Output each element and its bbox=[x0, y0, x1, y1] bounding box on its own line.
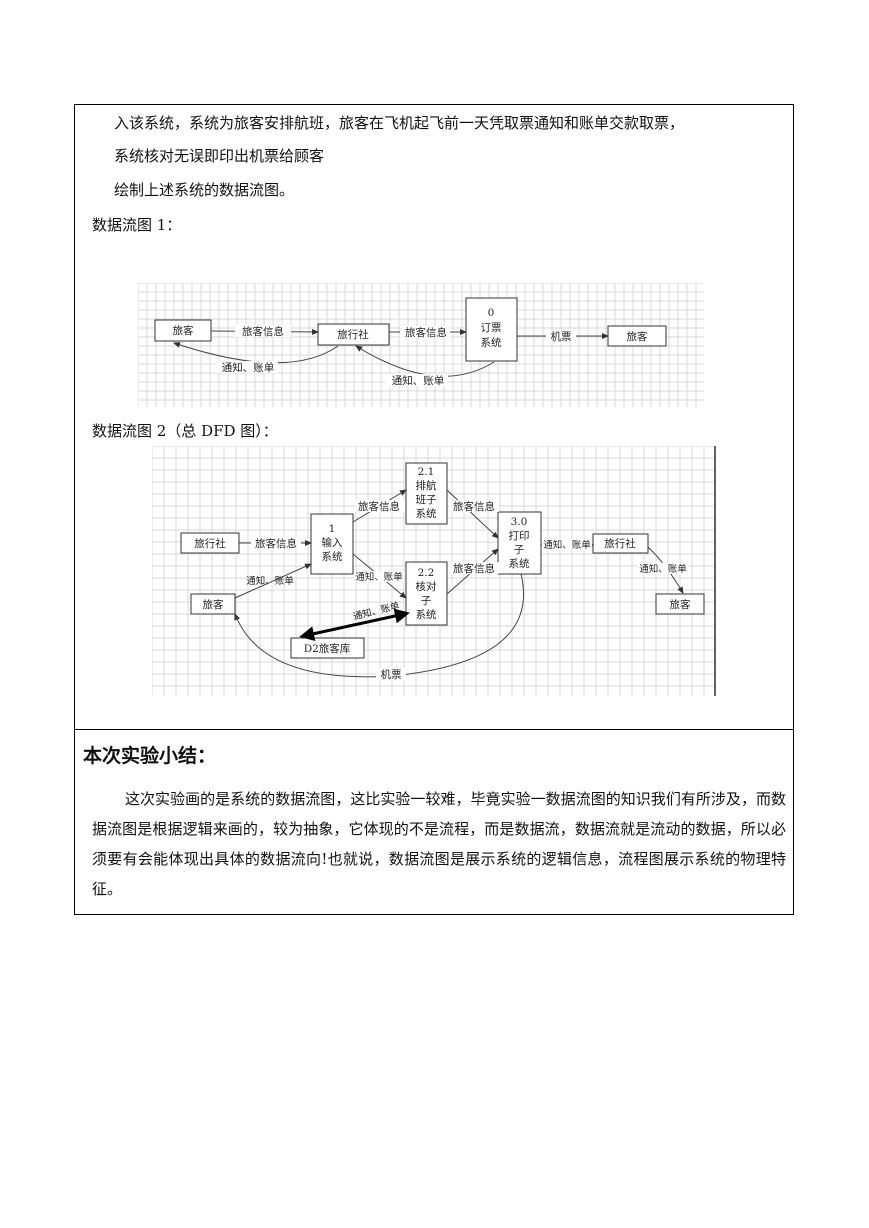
dfd2-p22-box bbox=[405, 561, 448, 626]
dfd2-p21-num: 2.1 bbox=[418, 466, 435, 478]
dfd1-system-l2: 系统 bbox=[481, 336, 502, 349]
dfd2-p3-l3: 系统 bbox=[509, 557, 530, 570]
dfd1-system-box bbox=[465, 297, 518, 362]
dfd2-flow-agency-t-label: 通知、账单 bbox=[639, 563, 687, 575]
dfd2-p3-l1: 打印 bbox=[509, 529, 530, 542]
dfd2-flow-t-p1-label: 通知、账单 bbox=[246, 575, 294, 587]
dfd1-flow-notice1-label: 通知、账单 bbox=[222, 361, 275, 374]
dfd2-p22-num: 2.2 bbox=[418, 567, 435, 579]
dfd2-flow-a-p1-label: 旅客信息 bbox=[255, 537, 297, 550]
dfd1-agency-label: 旅行社 bbox=[337, 328, 369, 341]
dfd1-diagram: 旅客 旅行社 0 订票 系统 旅客 旅客信息 旅客信息 机票 通知、账单 通知、… bbox=[138, 283, 704, 407]
dfd2-flow-p1-p22-label: 通知、账单 bbox=[355, 571, 403, 583]
dfd2-caption: 数据流图 2（总 DFD 图）： bbox=[92, 422, 278, 440]
dfd1-caption: 数据流图 1： bbox=[92, 216, 182, 234]
dfd2-p3-num: 3.0 bbox=[511, 516, 528, 528]
dfd1-flow-notice2-label: 通知、账单 bbox=[392, 374, 445, 387]
dfd2-store-label: D2旅客库 bbox=[304, 642, 351, 655]
dfd2-flow-store-p22 bbox=[299, 608, 410, 642]
dfd2-traveler-right-label: 旅客 bbox=[670, 598, 691, 611]
dfd2-agency-left-label: 旅行社 bbox=[194, 537, 226, 550]
dfd1-flow-ticket-label: 机票 bbox=[551, 330, 572, 343]
dfd1-traveler-left-box bbox=[154, 319, 212, 342]
intro-line-3: 绘制上述系统的数据流图。 bbox=[114, 181, 295, 199]
dfd1-flow-info1-label: 旅客信息 bbox=[242, 325, 284, 338]
dfd2-agency-right-label: 旅行社 bbox=[604, 537, 636, 550]
dfd2-p21-l2: 班子 bbox=[416, 494, 437, 506]
dfd2-traveler-right-box bbox=[655, 593, 705, 615]
dfd1-traveler-right-label: 旅客 bbox=[627, 330, 648, 343]
dfd2-p3-l2: 子 bbox=[514, 544, 525, 556]
dfd2-p21-l1: 排航 bbox=[416, 479, 437, 492]
dfd1-system-l1: 订票 bbox=[481, 322, 502, 334]
dfd2-p22-l2: 子 bbox=[421, 595, 432, 607]
dfd1-traveler-left-label: 旅客 bbox=[173, 324, 194, 337]
intro-line-1: 入该系统，系统为旅客安排航班，旅客在飞机起飞前一天凭取票通知和账单交款取票， bbox=[114, 114, 685, 132]
dfd2-p22-l3: 系统 bbox=[416, 608, 437, 621]
dfd2-flow-p3-agency-label: 通知、账单 bbox=[543, 539, 591, 551]
dfd2-flow-p21-p3-label: 旅客信息 bbox=[453, 500, 495, 513]
dfd2-p22-l1: 核对 bbox=[416, 580, 437, 593]
dfd2-p1-l1: 输入 bbox=[322, 536, 343, 549]
dfd2-traveler-left-label: 旅客 bbox=[203, 598, 224, 611]
dfd2-flow-ticket-label: 机票 bbox=[381, 668, 402, 681]
dfd2-p21-box bbox=[405, 462, 448, 525]
dfd2-p1-l2: 系统 bbox=[322, 550, 343, 563]
dfd2-p1-box bbox=[310, 513, 354, 575]
dfd2-p3-box bbox=[497, 511, 542, 575]
dfd2-p21-l3: 系统 bbox=[416, 507, 437, 520]
dfd1-system-num: 0 bbox=[488, 307, 495, 319]
dfd2-diagram: 旅行社 旅客 1 输入 系统 2.1 排航 班子 系统 2.2 核对 子 系统 … bbox=[152, 446, 716, 696]
dfd2-traveler-left-box bbox=[190, 593, 236, 615]
dfd2-flow-t-p1 bbox=[234, 563, 312, 599]
summary-heading: 本次实验小结： bbox=[83, 745, 217, 767]
dfd2-flow-p21-p3 bbox=[446, 489, 499, 539]
summary-cell bbox=[74, 729, 794, 915]
dfd2-flow-p1-p21-label: 旅客信息 bbox=[358, 500, 400, 513]
dfd2-flow-p22-p3-label: 旅客信息 bbox=[453, 562, 495, 575]
dfd1-flow-info2-label: 旅客信息 bbox=[405, 326, 447, 339]
intro-line-2: 系统核对无误即印出机票给顾客 bbox=[114, 147, 325, 165]
summary-body: 这次实验画的是系统的数据流图，这比实验一较难，毕竟实验一数据流图的知识我们有所涉… bbox=[92, 790, 786, 898]
dfd2-p1-num: 1 bbox=[329, 523, 336, 535]
dfd2-flow-ticket bbox=[234, 573, 525, 678]
